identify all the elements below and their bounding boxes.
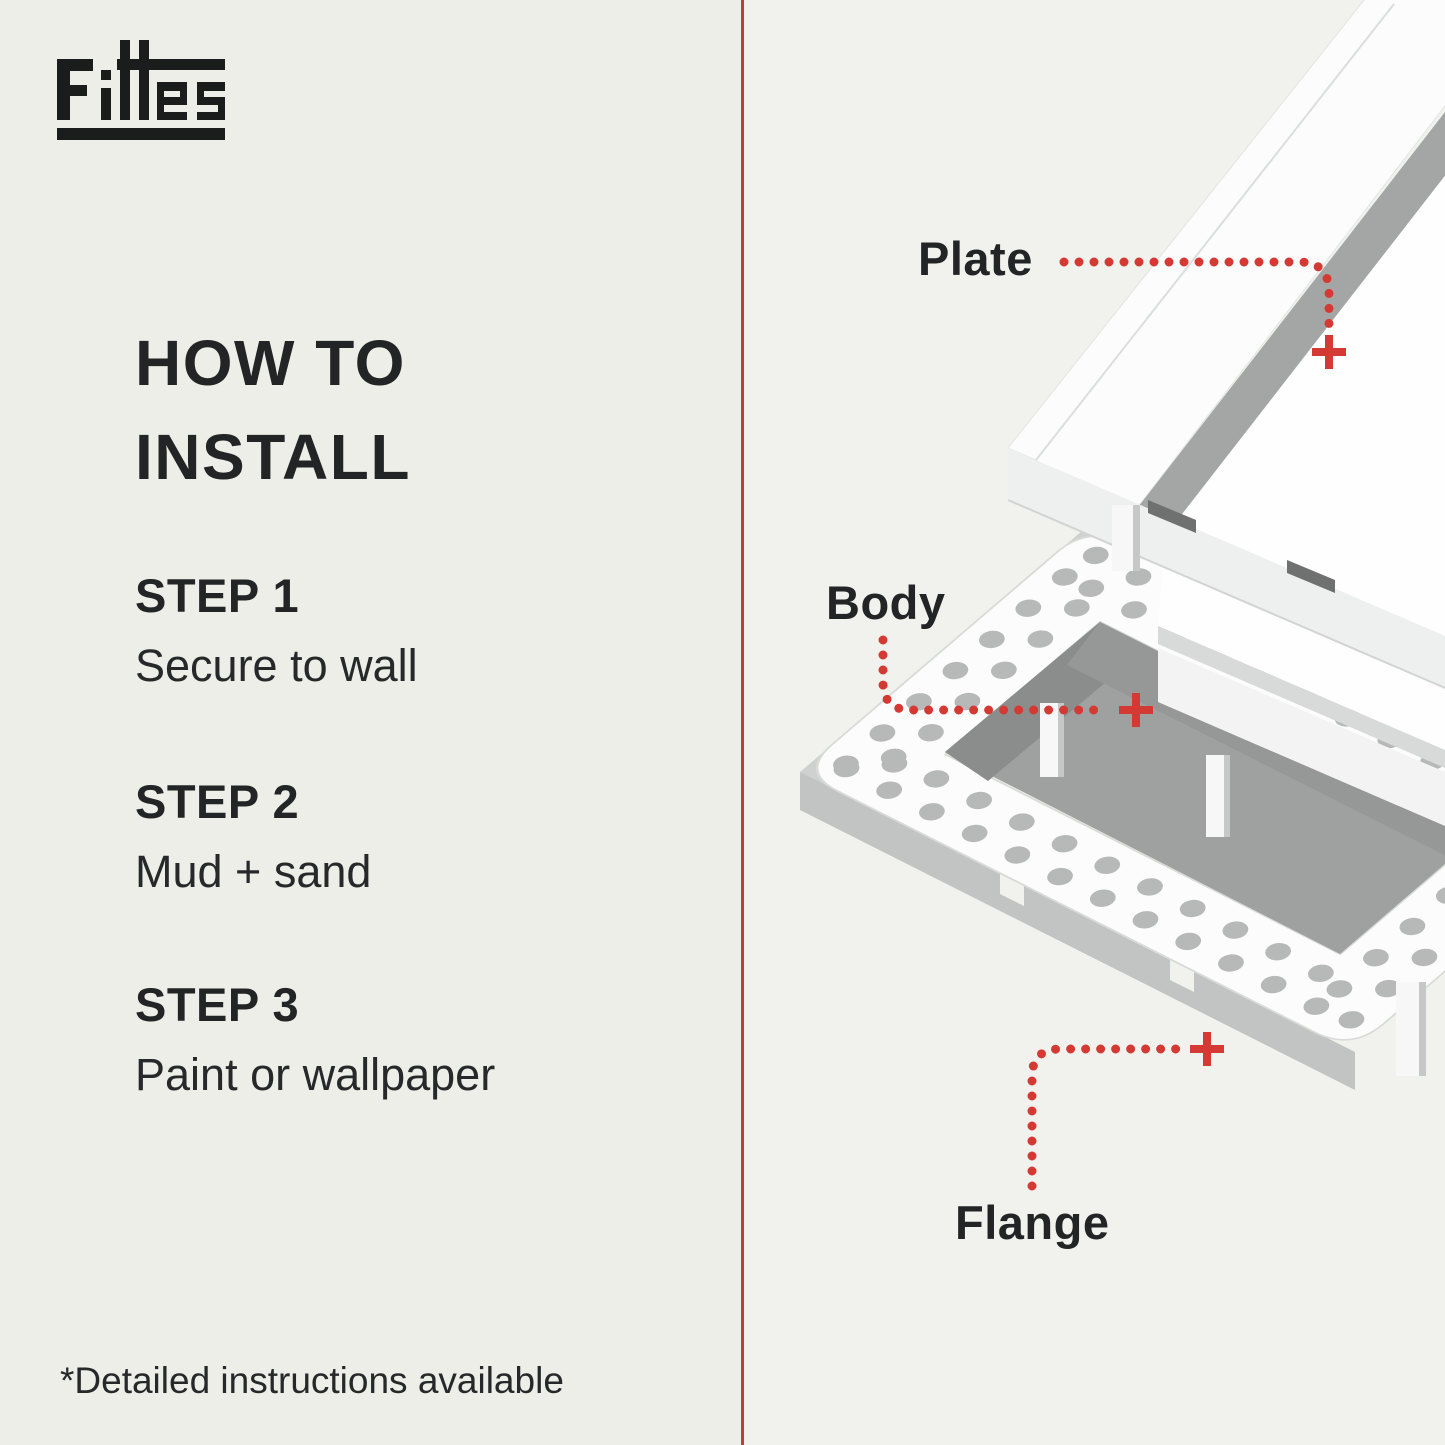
step-2-title: STEP 2 xyxy=(135,775,300,828)
page-title-line2: INSTALL xyxy=(135,421,411,493)
vertical-divider-line xyxy=(741,0,744,1445)
clip xyxy=(1112,505,1140,571)
part-label-body: Body xyxy=(826,576,946,629)
mounting-clips xyxy=(1040,505,1426,1076)
fittes-logo: Fittes xyxy=(57,40,227,145)
page-title-line1: HOW TO xyxy=(135,327,406,399)
step-2-description: Mud + sand xyxy=(135,846,372,897)
step-3-title: STEP 3 xyxy=(135,978,300,1031)
leader-line-plate xyxy=(1059,257,1334,333)
part-label-flange: Flange xyxy=(955,1196,1110,1249)
step-1: STEP 1 Secure to wall xyxy=(135,568,418,692)
step-3-description: Paint or wallpaper xyxy=(135,1049,496,1100)
leader-lines xyxy=(878,257,1346,1191)
step-1-title: STEP 1 xyxy=(135,569,300,622)
footnote: *Detailed instructions available xyxy=(60,1360,564,1401)
step-1-description: Secure to wall xyxy=(135,640,418,691)
instructions-panel: Fittes xyxy=(57,40,564,1401)
page-title: HOW TO INSTALL xyxy=(135,316,411,504)
product-exploded-render xyxy=(800,0,1445,1191)
clip xyxy=(1396,982,1426,1076)
step-2: STEP 2 Mud + sand xyxy=(135,774,371,898)
step-3: STEP 3 Paint or wallpaper xyxy=(135,977,495,1101)
plus-marker-icon xyxy=(1190,1032,1224,1066)
plus-marker-icon xyxy=(1312,335,1346,369)
fittes-logo-icon xyxy=(57,40,225,140)
clip xyxy=(1206,755,1230,837)
clip xyxy=(1040,703,1064,777)
plus-marker-icon xyxy=(1119,693,1153,727)
leader-line-body xyxy=(878,635,1113,715)
part-label-plate: Plate xyxy=(918,232,1033,285)
leader-line-flange xyxy=(1027,1044,1186,1191)
